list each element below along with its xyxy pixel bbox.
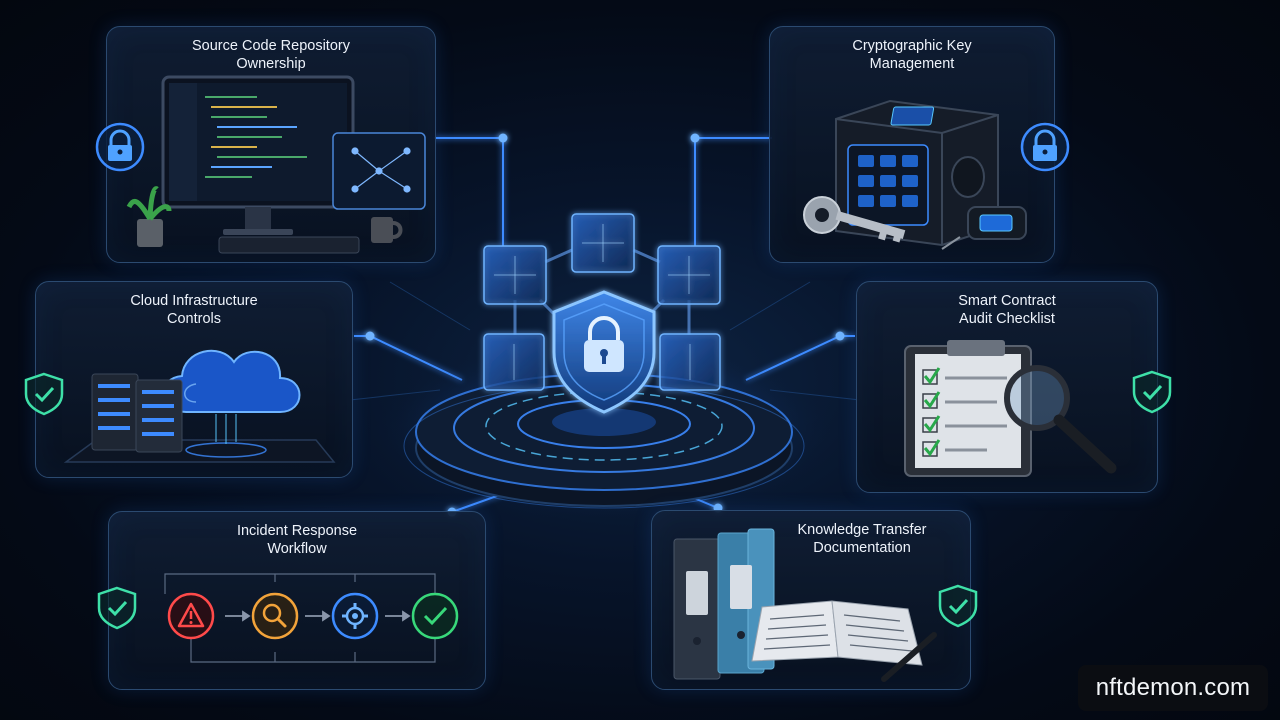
alert-warning-icon xyxy=(167,592,215,640)
panel-incident-response-workflow: Incident Response Workflow xyxy=(108,511,486,690)
panel-source-code-repository: Source Code Repository Ownership xyxy=(106,26,436,263)
resolved-check-icon xyxy=(411,592,459,640)
developer-workstation-illustration xyxy=(126,75,426,254)
documentation-binders-illustration xyxy=(673,528,937,682)
investigate-search-icon xyxy=(251,592,299,640)
platform xyxy=(374,340,834,520)
panel-cryptographic-key-management: Cryptographic Key Management xyxy=(769,26,1055,263)
panel-knowledge-transfer-documentation: Knowledge Transfer Documentation xyxy=(651,510,971,690)
panel-title-crypto-keys: Cryptographic Key Management xyxy=(852,38,972,72)
central-shield-lock-icon xyxy=(552,290,656,414)
panel-title-knowledge: Knowledge Transfer Documentation xyxy=(797,522,927,556)
panel-title-incident: Incident Response Workflow xyxy=(236,523,358,557)
panel-title-cloud: Cloud Infrastructure Controls xyxy=(130,293,258,327)
remediate-gear-icon xyxy=(331,592,379,640)
panel-cloud-infrastructure-controls: Cloud Infrastructure Controls xyxy=(35,281,353,478)
key-vault-illustration xyxy=(803,99,1027,250)
incident-workflow-diagram xyxy=(164,573,459,663)
watermark-badge: nftdemon.com xyxy=(1078,665,1268,711)
cloud-servers-illustration xyxy=(63,349,336,463)
audit-clipboard-illustration xyxy=(904,340,1117,477)
panel-title-source-code: Source Code Repository Ownership xyxy=(192,38,350,72)
panel-title-smart-contract: Smart Contract Audit Checklist xyxy=(958,293,1056,327)
blockchain-cubes xyxy=(483,213,721,391)
connector-crypto-keys xyxy=(694,137,772,246)
panel-smart-contract-audit: Smart Contract Audit Checklist xyxy=(856,281,1158,493)
connector-source-code xyxy=(434,137,504,246)
